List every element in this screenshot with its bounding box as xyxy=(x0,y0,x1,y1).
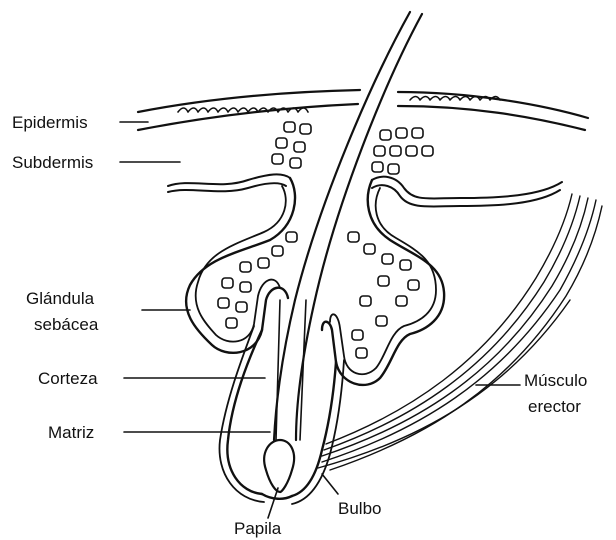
label-corteza: Corteza xyxy=(38,369,98,388)
hair-follicle xyxy=(219,300,344,504)
label-bulbo: Bulbo xyxy=(338,499,381,518)
hair-shaft xyxy=(274,12,422,440)
arrector-muscle xyxy=(318,194,602,470)
label-glandula-line2: sebácea xyxy=(34,315,99,334)
label-subdermis: Subdermis xyxy=(12,153,93,172)
sebaceous-gland xyxy=(186,178,444,385)
leader-papila xyxy=(268,488,278,518)
label-musculo-line2: erector xyxy=(528,397,581,416)
label-papila: Papila xyxy=(234,519,282,538)
label-epidermis: Epidermis xyxy=(12,113,88,132)
subdermis-line xyxy=(168,174,562,206)
label-matriz: Matriz xyxy=(48,423,94,442)
leader-bulbo xyxy=(322,474,338,494)
label-glandula-line1: Glándula xyxy=(26,289,95,308)
label-musculo-line1: Músculo xyxy=(524,371,587,390)
